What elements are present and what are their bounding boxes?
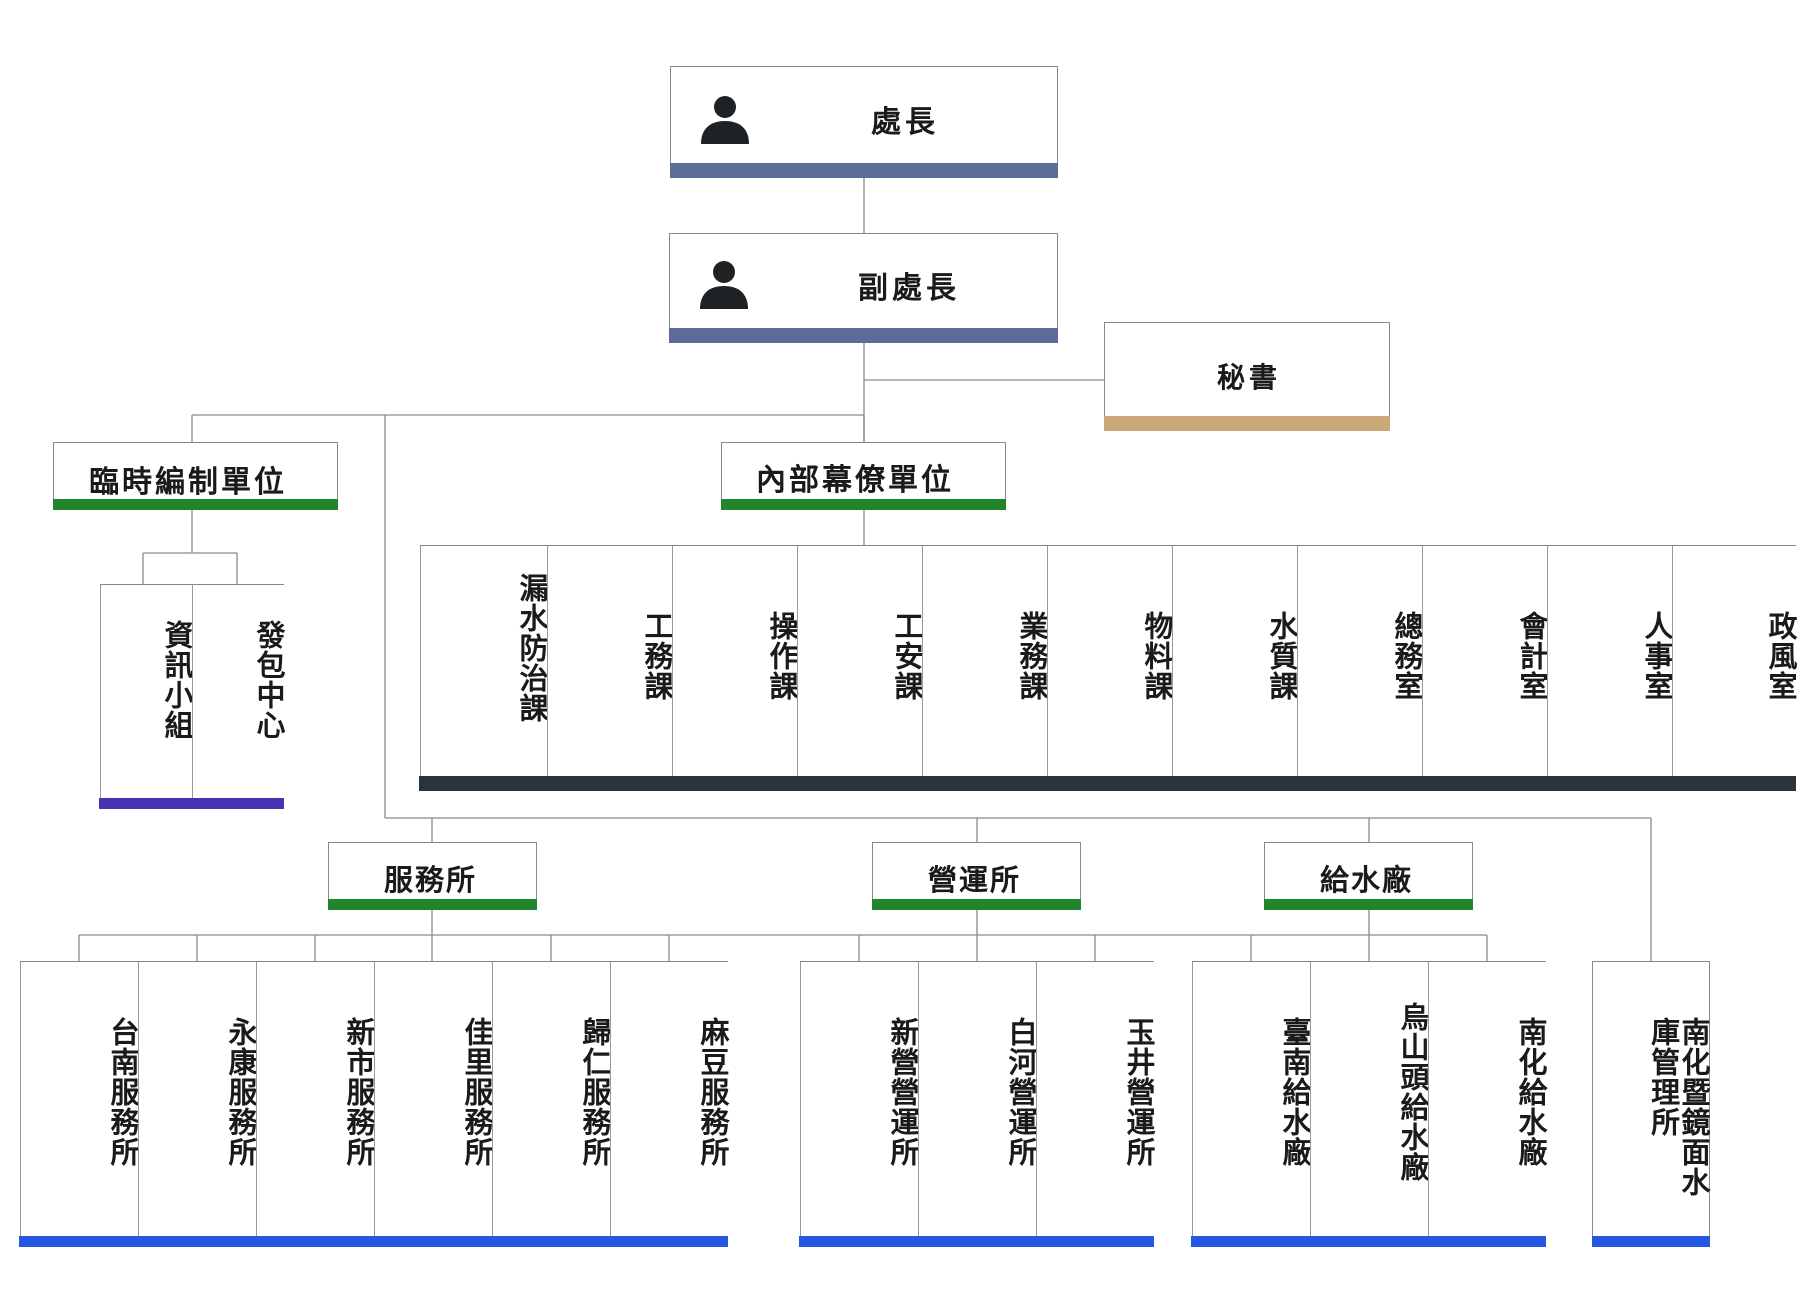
service-offices-bar (328, 899, 537, 910)
water-plant-cell[interactable]: 南化給水廠 (1428, 962, 1548, 1246)
service-office-label: 佳里服務所 (460, 1017, 494, 1167)
service-office-cell[interactable]: 台南服務所 (20, 962, 140, 1246)
staff-unit-cell[interactable]: 工務課 (547, 546, 674, 790)
service-office-label: 歸仁服務所 (578, 1017, 612, 1167)
water-plants-bar (1264, 899, 1473, 910)
temporary-units-members-bar (99, 798, 284, 809)
operation-office-cell[interactable]: 白河營運所 (918, 962, 1038, 1246)
deputy-director-title: 副處長 (858, 271, 960, 306)
service-office-label: 新市服務所 (342, 1017, 376, 1167)
staff-unit-label: 操作課 (765, 611, 799, 701)
service-offices-members: 台南服務所 永康服務所 新市服務所 佳里服務所 歸仁服務所 麻豆服務所 (19, 961, 730, 1247)
staff-unit-cell[interactable]: 工安課 (797, 546, 924, 790)
staff-unit-label: 物料課 (1140, 611, 1174, 701)
operation-offices-box[interactable]: 營運所 (872, 842, 1081, 910)
staff-unit-cell[interactable]: 政風室 (1672, 546, 1798, 790)
internal-staff-units-members-bar (419, 776, 1796, 791)
secretary-title: 秘書 (1217, 361, 1282, 394)
water-plant-cell[interactable]: 烏山頭給水廠 (1310, 962, 1430, 1246)
staff-unit-label: 政風室 (1764, 611, 1798, 701)
staff-unit-label: 漏水防治課 (515, 573, 549, 723)
water-plant-cell[interactable]: 臺南給水廠 (1192, 962, 1312, 1246)
staff-unit-cell[interactable]: 物料課 (1047, 546, 1174, 790)
service-office-label: 台南服務所 (106, 1017, 140, 1167)
operation-office-cell[interactable]: 玉井營運所 (1036, 962, 1156, 1246)
staff-unit-cell[interactable]: 漏水防治課 (420, 546, 549, 790)
internal-staff-units-bar (721, 499, 1006, 510)
temp-unit-label: 發包中心 (252, 620, 286, 740)
service-office-cell[interactable]: 佳里服務所 (374, 962, 494, 1246)
operation-office-label: 白河營運所 (1004, 1017, 1038, 1167)
staff-unit-label: 工務課 (640, 611, 674, 701)
temporary-units-members: 資訊小組 發包中心 (99, 584, 286, 809)
staff-unit-label: 工安課 (890, 611, 924, 701)
water-plant-label: 南化給水廠 (1514, 1017, 1548, 1167)
service-offices-box[interactable]: 服務所 (328, 842, 537, 910)
water-plants-box[interactable]: 給水廠 (1264, 842, 1473, 910)
water-plants-members-bar (1191, 1236, 1546, 1247)
operation-offices-members: 新營營運所 白河營運所 玉井營運所 (799, 961, 1156, 1247)
staff-unit-label: 人事室 (1640, 611, 1674, 701)
staff-unit-label: 總務室 (1390, 611, 1424, 701)
water-plants-title: 給水廠 (1320, 863, 1414, 897)
temporary-units-title: 臨時編制單位 (89, 465, 287, 500)
service-office-cell[interactable]: 麻豆服務所 (610, 962, 730, 1246)
operation-offices-members-bar (799, 1236, 1154, 1247)
person-icon (700, 261, 748, 309)
water-plants-members: 臺南給水廠 烏山頭給水廠 南化給水廠 (1191, 961, 1548, 1247)
reservoir-office-label: 南化暨鏡面水庫管理所 (1646, 1017, 1711, 1197)
staff-unit-cell[interactable]: 水質課 (1172, 546, 1299, 790)
director-box[interactable]: 處長 (670, 66, 1058, 178)
temp-unit-cell[interactable]: 發包中心 (192, 585, 286, 808)
temporary-units-box[interactable]: 臨時編制單位 (53, 442, 338, 510)
staff-unit-cell[interactable]: 會計室 (1422, 546, 1549, 790)
service-office-label: 麻豆服務所 (696, 1017, 730, 1167)
reservoir-office-box[interactable]: 南化暨鏡面水庫管理所 (1592, 961, 1711, 1247)
service-office-cell[interactable]: 歸仁服務所 (492, 962, 612, 1246)
temp-unit-cell[interactable]: 資訊小組 (100, 585, 194, 808)
service-offices-members-bar (19, 1236, 728, 1247)
internal-staff-units-members: 漏水防治課 工務課 操作課 工安課 業務課 物料課 水質課 總務室 會計室 人事… (419, 545, 1798, 791)
staff-unit-label: 水質課 (1265, 611, 1299, 701)
director-bar (670, 163, 1058, 178)
person-icon (701, 96, 749, 144)
director-title: 處長 (871, 105, 939, 140)
operation-office-cell[interactable]: 新營營運所 (800, 962, 920, 1246)
staff-unit-cell[interactable]: 業務課 (922, 546, 1049, 790)
operation-offices-bar (872, 899, 1081, 910)
service-office-label: 永康服務所 (224, 1017, 258, 1167)
staff-unit-cell[interactable]: 人事室 (1547, 546, 1674, 790)
internal-staff-units-box[interactable]: 內部幕僚單位 (721, 442, 1006, 510)
reservoir-office-bar (1592, 1236, 1710, 1247)
deputy-director-box[interactable]: 副處長 (669, 233, 1058, 343)
temp-unit-label: 資訊小組 (160, 620, 194, 740)
water-plant-label: 臺南給水廠 (1278, 1017, 1312, 1167)
deputy-director-bar (669, 328, 1058, 343)
temporary-units-bar (53, 499, 338, 510)
service-office-cell[interactable]: 永康服務所 (138, 962, 258, 1246)
secretary-box[interactable]: 秘書 (1104, 322, 1390, 431)
staff-unit-label: 會計室 (1515, 611, 1549, 701)
service-offices-title: 服務所 (384, 863, 478, 897)
staff-unit-label: 業務課 (1015, 611, 1049, 701)
staff-unit-cell[interactable]: 操作課 (672, 546, 799, 790)
service-office-cell[interactable]: 新市服務所 (256, 962, 376, 1246)
operation-office-label: 新營營運所 (886, 1017, 920, 1167)
operation-offices-title: 營運所 (928, 863, 1022, 897)
water-plant-label: 烏山頭給水廠 (1396, 1002, 1430, 1182)
secretary-bar (1104, 416, 1390, 431)
internal-staff-units-title: 內部幕僚單位 (756, 463, 954, 498)
staff-unit-cell[interactable]: 總務室 (1297, 546, 1424, 790)
operation-office-label: 玉井營運所 (1122, 1017, 1156, 1167)
